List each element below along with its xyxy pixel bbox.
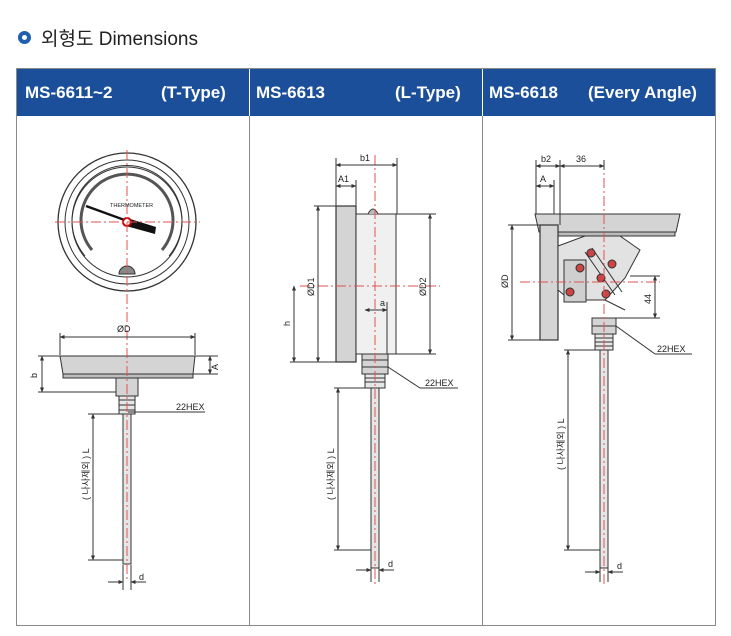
header-l-type: (L-Type)	[395, 83, 461, 102]
header-t-type: (T-Type)	[161, 83, 226, 102]
dim-d-label: d	[388, 559, 393, 569]
dim-od-label: ØD	[117, 324, 131, 334]
dim-a-label: a	[380, 298, 385, 308]
table-header: MS-6611~2 (T-Type) MS-6613 (L-Type) MS-6…	[17, 69, 715, 116]
hex-label: 22HEX	[176, 402, 205, 412]
every-angle-labels: b2 36 A ØD 44 22HEX ( 나사제외 ) L d	[500, 154, 686, 571]
header-e-type: (Every Angle)	[588, 83, 697, 102]
dim-36-label: 36	[576, 154, 586, 164]
t-type-labels: THERMOMETER ØD b A 22HEX ( 나사제외 ) L d	[29, 203, 220, 582]
length-label: ( 나사제외 ) L	[555, 418, 566, 470]
l-type-drawing	[290, 155, 458, 585]
dim-44-label: 44	[643, 294, 653, 304]
header-e-model: MS-6618	[489, 83, 558, 102]
hex-label: 22HEX	[425, 378, 454, 388]
dim-od1-label: ØD1	[306, 277, 316, 296]
dim-a-label: A	[210, 364, 220, 370]
dim-a-label: A	[540, 174, 546, 184]
section-title: 외형도 Dimensions	[18, 22, 198, 52]
header-t-model: MS-6611~2	[25, 83, 113, 102]
hex-label: 22HEX	[657, 344, 686, 354]
length-label: ( 나사제외 ) L	[80, 448, 91, 500]
dim-b-label: b	[29, 373, 39, 378]
dimensions-table: MS-6611~2 (T-Type) MS-6613 (L-Type) MS-6…	[16, 68, 716, 626]
dim-d-label: d	[139, 572, 144, 582]
bullet-icon	[18, 30, 31, 44]
column-divider	[482, 116, 483, 626]
page-title: 외형도 Dimensions	[41, 28, 198, 50]
dim-b1-label: b1	[360, 153, 370, 163]
dim-d-label: d	[617, 561, 622, 571]
t-type-drawing	[38, 150, 218, 590]
dim-od2-label: ØD2	[418, 277, 428, 296]
dim-a1-label: A1	[338, 174, 349, 184]
column-divider	[249, 116, 250, 626]
header-l-model: MS-6613	[256, 83, 325, 102]
header-divider	[482, 69, 483, 116]
header-divider	[249, 69, 250, 116]
length-label: ( 나사제외 ) L	[325, 448, 336, 500]
dial-thermometer-text: THERMOMETER	[110, 203, 153, 209]
dim-h-label: h	[282, 321, 292, 326]
every-angle-housing	[534, 213, 692, 569]
dim-od-label: ØD	[500, 274, 510, 288]
every-angle-drawing	[508, 160, 692, 585]
l-type-labels: b1 A1 ØD1 ØD2 h a 22HEX ( 나사제외 ) L d	[282, 153, 454, 569]
dim-b2-label: b2	[541, 154, 551, 164]
